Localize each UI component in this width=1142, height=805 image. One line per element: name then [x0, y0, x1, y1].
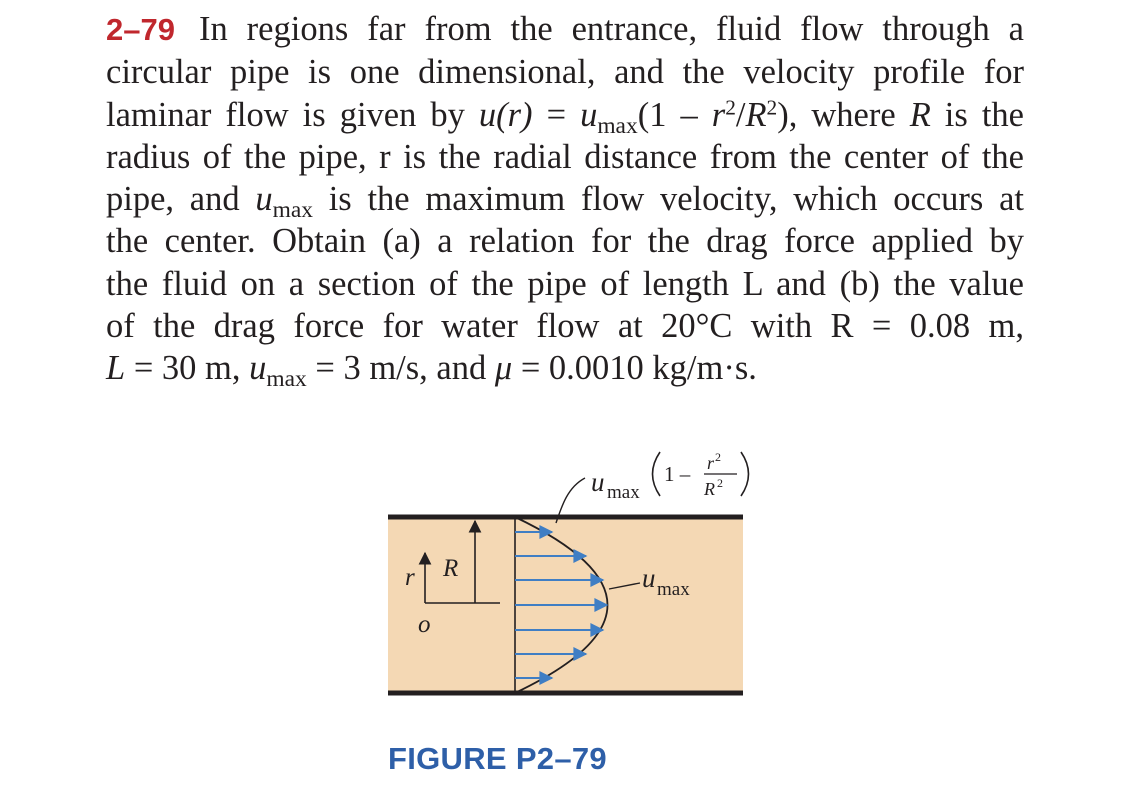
problem-line-9: L = 30 m, umax = 3 m/s, and μ = 0.0010 k… [106, 349, 757, 393]
umax-leader-line [608, 582, 641, 590]
label-r: r [405, 564, 415, 591]
formula-u: u [591, 467, 605, 497]
formula-numerator-exp: 2 [715, 450, 721, 464]
problem-line-6: the center. Obtain (a) a relation for th… [106, 222, 1024, 261]
problem-number: 2–79 [106, 12, 175, 47]
problem-line-7: the fluid on a section of the pipe of le… [106, 264, 1024, 303]
pipe-body [388, 517, 743, 693]
umax-max: max [657, 579, 690, 600]
label-R: R [442, 555, 458, 582]
problem-line-2: circular pipe is one dimensional, and th… [106, 53, 1024, 92]
formula-right-paren [740, 451, 750, 497]
figure-caption: FIGURE P2–79 [388, 741, 607, 776]
label-o: o [418, 611, 431, 638]
formula-denominator: R [703, 479, 715, 499]
problem-line-3: laminar flow is given by u(r) = umax(1 –… [106, 94, 1024, 139]
formula-one-minus: 1 – [664, 462, 691, 486]
formula-numerator: r [707, 453, 715, 473]
problem-line-5: pipe, and umax is the maximum flow veloc… [106, 180, 1024, 224]
formula-denominator-exp: 2 [717, 476, 723, 490]
formula-leader-line [555, 477, 586, 524]
umax-u: u [642, 563, 656, 593]
velocity-profile-curve [514, 516, 609, 694]
formula-max: max [607, 482, 640, 503]
problem-line-4: radius of the pipe, r is the radial dist… [106, 137, 1024, 176]
formula-left-paren [651, 451, 661, 497]
problem-line-8: of the drag force for water flow at 20°C… [106, 307, 1024, 346]
